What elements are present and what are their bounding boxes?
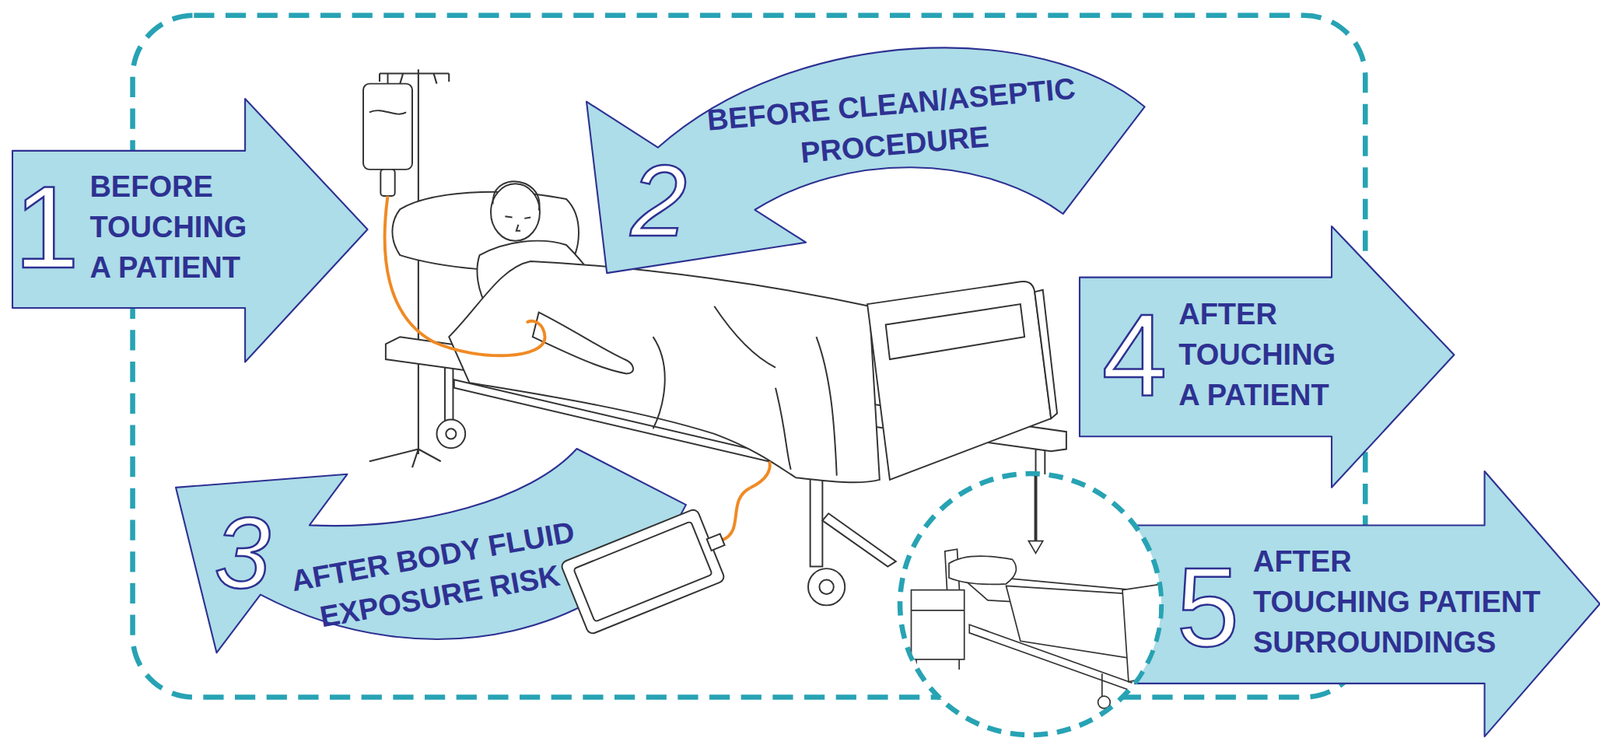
- bedside-table: [910, 590, 964, 660]
- drainage-bag-spout: [707, 533, 725, 550]
- surroundings-scene: [910, 471, 1163, 709]
- patient-head: [490, 183, 540, 242]
- overbed-pull: [1034, 471, 1038, 541]
- moment-number: 3: [213, 502, 270, 604]
- table-leg: [915, 659, 918, 670]
- catheter-tube-upper: [749, 461, 771, 488]
- arrow-outline: [586, 48, 1145, 274]
- moment-arrow: 5AFTER TOUCHING PATIENT SURROUNDINGS: [1132, 471, 1600, 738]
- small-leg: [1101, 673, 1103, 697]
- moment-arrow: 4AFTER TOUCHING A PATIENT: [1079, 226, 1454, 488]
- drainage-bag: [560, 503, 737, 635]
- patient-arm: [532, 312, 634, 375]
- bed-wheel: [1030, 512, 1051, 533]
- surroundings-circle: [899, 473, 1162, 736]
- overbed-handle: [1028, 541, 1043, 554]
- patient-hair: [493, 181, 540, 211]
- footboard-edge: [1034, 290, 1058, 419]
- bed-wheel: [808, 568, 845, 606]
- bed-wheel-hub: [819, 580, 834, 595]
- blanket-body: [448, 261, 880, 483]
- bed-brace: [822, 513, 896, 567]
- moment-label: AFTER TOUCHING A PATIENT: [1178, 294, 1354, 416]
- small-footboard: [1122, 584, 1163, 683]
- small-mattress: [957, 574, 1164, 611]
- iv-tube: [385, 196, 546, 356]
- moment-label: BEFORE TOUCHING A PATIENT: [89, 166, 265, 288]
- moment-arrow: 3AFTER BODY FLUID EXPOSURE RISK: [175, 448, 687, 663]
- small-blanket: [1005, 585, 1163, 664]
- moment-number: 5: [1176, 551, 1240, 665]
- moment-number: 4: [1102, 296, 1167, 414]
- arrow-outline: [12, 98, 368, 362]
- table-drawer: [910, 609, 964, 612]
- small-pillow: [948, 556, 1016, 585]
- bag-body: [363, 84, 413, 170]
- drainage-bag-window: [573, 521, 712, 622]
- iv-bag: [363, 73, 413, 197]
- bed-leg: [1036, 449, 1046, 513]
- bag-hanger: [387, 73, 389, 85]
- blanket: [448, 261, 880, 483]
- drainage-bag-body: [560, 507, 726, 635]
- moment-label: AFTER TOUCHING PATIENT SURROUNDINGS: [1253, 541, 1565, 663]
- pole-stand: [369, 449, 442, 469]
- arrow-outline: [175, 448, 687, 653]
- bed-wheel-hub: [445, 428, 456, 439]
- small-frame: [969, 624, 1163, 703]
- footboard-panel: [867, 281, 1051, 480]
- moment-number: 1: [14, 168, 79, 286]
- arrow-outline: [1132, 471, 1600, 737]
- moment-arrow: 1BEFORE TOUCHING A PATIENT: [12, 98, 368, 362]
- table-leg: [958, 659, 960, 670]
- footboard-inset: [885, 304, 1025, 360]
- patient-face: [504, 216, 531, 231]
- moment-arrow: 2BEFORE CLEAN/ASEPTIC PROCEDURE: [586, 40, 1145, 274]
- catheter-tube: [722, 487, 750, 540]
- pole-hooks: [379, 73, 449, 85]
- bag-fluid-line: [369, 110, 407, 115]
- small-wheel: [1098, 696, 1111, 709]
- drip-chamber: [380, 169, 395, 197]
- blanket-folds: [653, 306, 837, 477]
- footboard: [867, 281, 1058, 480]
- patient-zone: [133, 15, 1366, 698]
- bed-wheel: [436, 419, 466, 449]
- arrow-outline: [1079, 226, 1454, 488]
- pole: [417, 69, 420, 455]
- small-headboard: [945, 549, 962, 625]
- moment-number: 2: [630, 150, 687, 252]
